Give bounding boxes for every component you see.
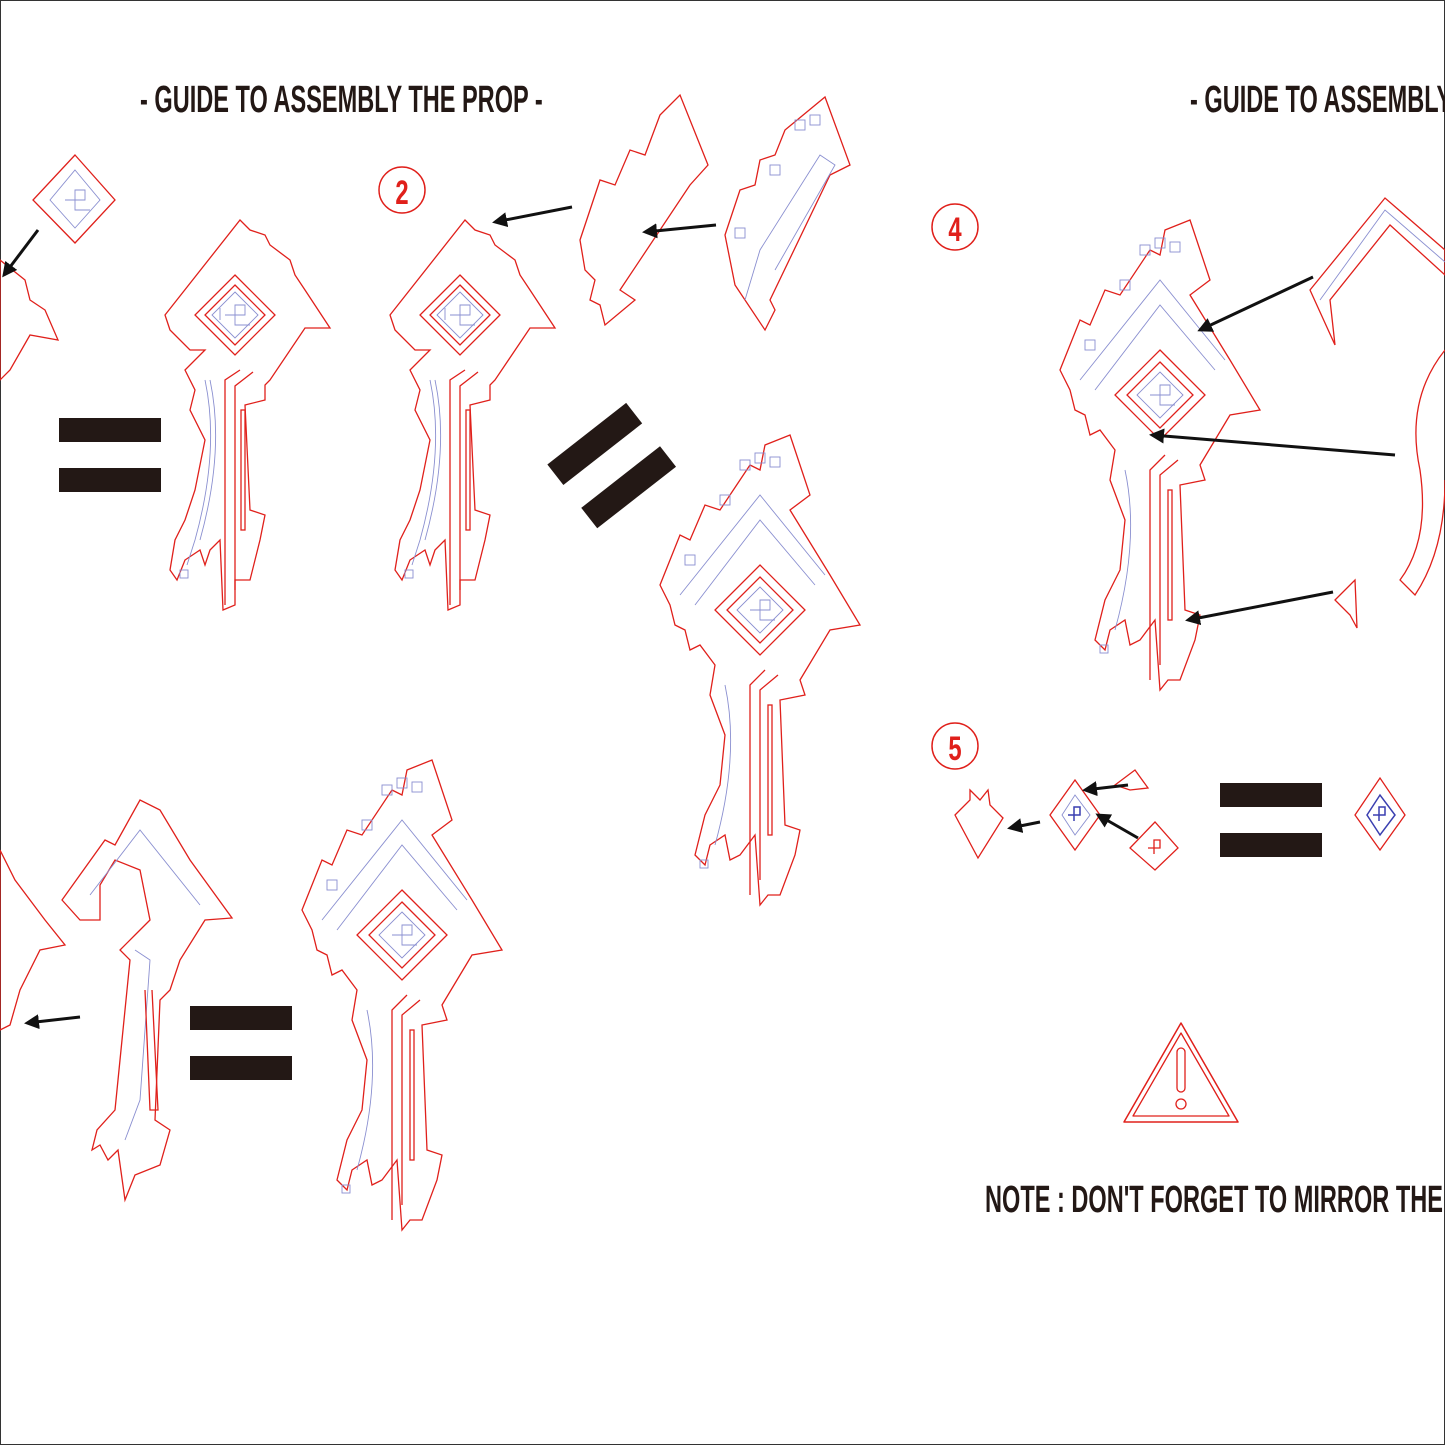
equals-sign-rotated [547,402,677,529]
warning-icon [1123,1022,1239,1123]
svg-text:5: 5 [948,730,961,768]
step-5-badge: 5 [931,722,979,770]
key-assembled-step3 [301,759,503,1231]
piece-inner-detail [724,95,851,332]
arrow-icon [1095,813,1139,840]
arrow-icon [1197,275,1314,332]
mirror-note: NOTE : DON'T FORGET TO MIRROR THE [985,1177,1443,1220]
piece-outer-frame [579,93,709,327]
equals-sign [59,418,161,442]
arrow-icon [1185,590,1334,626]
arrow-icon [2,229,40,278]
key-base-step4 [1059,219,1261,691]
title-right: - GUIDE TO ASSEMBLY THE PROP - [1190,77,1445,120]
arrow-icon [1149,428,1396,457]
key-assembled-step2 [659,434,861,906]
svg-text:4: 4 [948,211,962,249]
arrow-icon [642,223,717,239]
step5-result [1354,776,1406,852]
key-base-step2 [389,219,556,611]
equals-sign [1220,783,1322,807]
equals-sign [190,1056,292,1080]
step3-piece [61,799,234,1203]
step-2-badge: 2 [378,166,426,214]
title-left: - GUIDE TO ASSEMBLY THE PROP - [140,77,543,120]
step3-partial-piece [0,849,67,1031]
step-4-badge: 4 [931,203,979,251]
step4-parts [1309,197,1445,629]
step1-parts [0,154,116,381]
arrow-icon [492,205,573,228]
equals-sign [190,1006,292,1030]
equals-sign [1220,833,1322,857]
equals-sign [59,468,161,492]
key-assembled-step1 [164,219,331,611]
step5-parts [954,769,1179,871]
arrow-icon [1082,781,1129,797]
arrow-icon [1007,818,1041,834]
arrow-icon [24,1014,81,1030]
svg-text:2: 2 [395,174,408,212]
